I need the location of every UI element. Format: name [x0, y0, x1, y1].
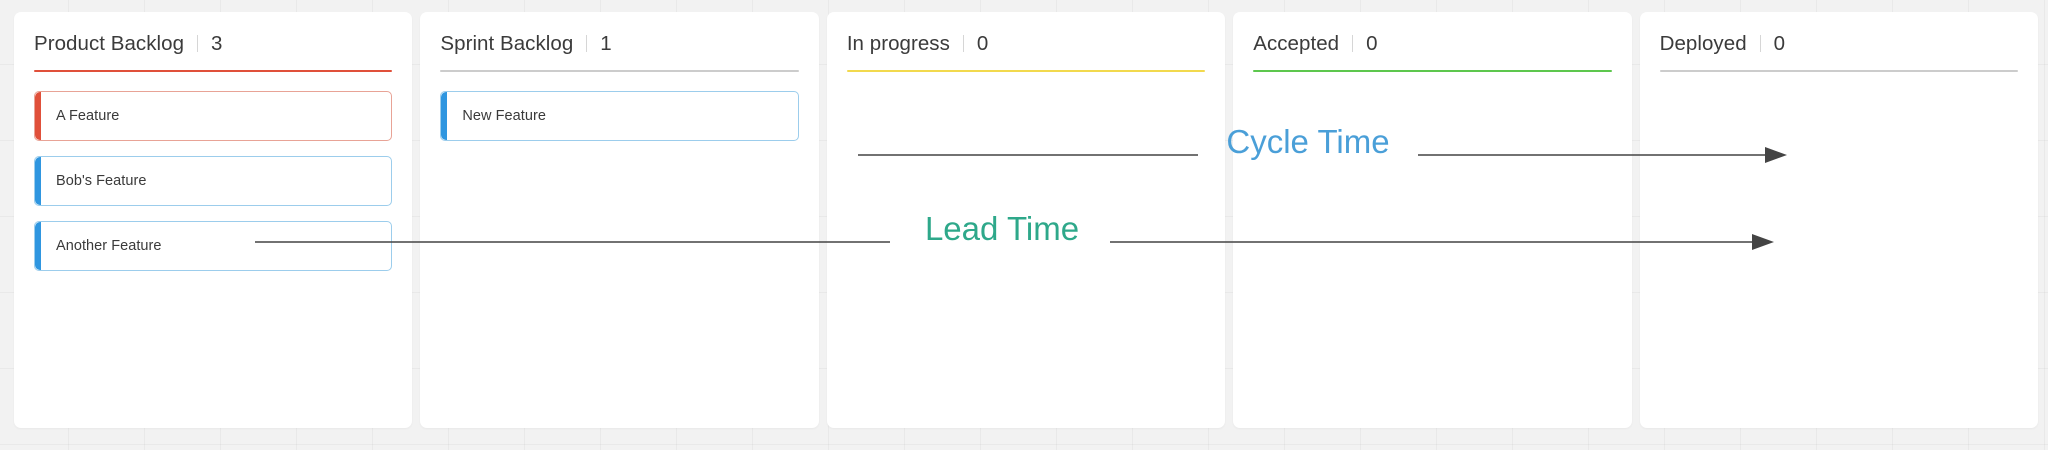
column-accent-line: [1253, 70, 1612, 72]
column-header: Sprint Backlog 1: [440, 12, 798, 58]
column-header: Deployed 0: [1660, 12, 2018, 58]
column-title-count-divider: [962, 35, 964, 52]
column-title-count-divider: [197, 35, 199, 52]
column-accent-line: [846, 70, 1206, 72]
column-card-count: 1: [600, 32, 612, 55]
board-column-deployed[interactable]: Deployed 0: [1639, 12, 2039, 428]
column-title: Product Backlog: [34, 32, 185, 55]
card-title: Another Feature: [56, 238, 162, 254]
card-color-bar: [35, 157, 41, 205]
column-card-list: [1660, 72, 2018, 91]
column-card-count: 0: [1773, 32, 1786, 55]
column-card-list: [1253, 72, 1611, 91]
column-title-count-divider: [586, 35, 588, 52]
column-accent-line: [1659, 70, 2019, 72]
column-title: Deployed: [1659, 32, 1747, 55]
card-color-bar: [35, 222, 41, 270]
board-card[interactable]: A Feature: [34, 91, 393, 141]
board-card[interactable]: New Feature: [440, 91, 799, 141]
column-accent-line: [34, 70, 393, 72]
column-title: Sprint Backlog: [440, 32, 574, 55]
board-card[interactable]: Bob's Feature: [34, 156, 393, 206]
column-header: In progress 0: [847, 12, 1205, 58]
column-title-count-divider: [1759, 35, 1761, 52]
column-card-count: 3: [211, 32, 223, 55]
card-color-bar: [441, 92, 448, 140]
board-column-in-progress[interactable]: In progress 0: [826, 12, 1226, 428]
board-card[interactable]: Another Feature: [34, 221, 393, 271]
card-color-bar: [35, 92, 41, 140]
column-accent-line: [440, 70, 799, 72]
column-card-count: 0: [1366, 32, 1378, 55]
column-header: Product Backlog 3: [34, 12, 392, 58]
column-header: Accepted 0: [1253, 12, 1611, 58]
column-card-list: New Feature: [440, 72, 799, 141]
card-title: New Feature: [462, 108, 546, 124]
column-title: Accepted: [1253, 32, 1340, 55]
card-title: Bob's Feature: [56, 173, 147, 189]
board-column-accepted[interactable]: Accepted 0: [1233, 12, 1632, 428]
column-card-list: [847, 72, 1205, 91]
column-card-count: 0: [976, 32, 989, 55]
column-title-count-divider: [1352, 35, 1354, 52]
column-title: In progress: [846, 32, 950, 55]
card-title: A Feature: [56, 108, 120, 124]
